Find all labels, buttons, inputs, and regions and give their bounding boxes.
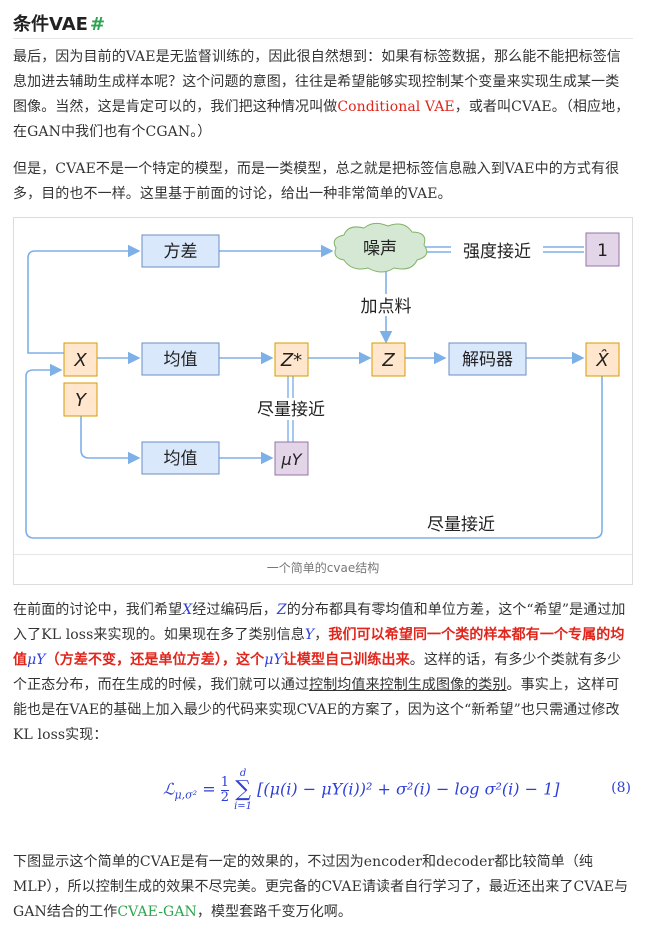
y-label: Y: [75, 390, 88, 411]
noise-label: 噪声: [363, 239, 397, 259]
muy-label: μY: [281, 450, 303, 469]
mean2-label: 均值: [164, 449, 198, 469]
math-x: X: [182, 602, 193, 618]
variance-label: 方差: [164, 242, 198, 262]
section-heading: 条件VAE#: [13, 10, 105, 36]
noise-cloud: 噪声: [333, 222, 428, 273]
z-label: Z: [381, 350, 395, 371]
anchor-link[interactable]: #: [89, 14, 106, 35]
x-label: X: [73, 350, 87, 371]
denominator: 2: [220, 789, 229, 805]
equation-number: (8): [611, 780, 631, 796]
numerator: 1: [220, 774, 229, 791]
one-label: 1: [597, 241, 608, 261]
emphasis: （方差不变，还是单位方差），这个: [45, 652, 265, 668]
section-title: 条件VAE: [13, 14, 88, 35]
xhat-label: X̂: [595, 350, 609, 371]
math-mu-y: μY: [27, 652, 46, 668]
mean-label: 均值: [164, 350, 198, 370]
loss-subscript: μ,σ²: [174, 788, 198, 802]
variance-box: 方差: [141, 234, 220, 268]
caption-divider: [14, 554, 632, 555]
close-mid-label: 尽量接近: [257, 400, 325, 420]
text: 。这样的话，有多少个类就有多少个正态分布，而在生成的时候，我们就可以通过: [13, 652, 622, 693]
paragraph-3: 在前面的讨论中，我们希望X经过编码后，Z的分布都具有零均值和单位方差，这个“希望…: [13, 598, 633, 748]
one-box: 1: [585, 232, 620, 267]
text: 。事实上，这样可能也是在VAE的基础上加入最少的代码来实现CVAE的方案了，因为…: [13, 677, 620, 743]
emphasis: 我们可以希望同一个类的样本都有一个专属的均值: [13, 627, 625, 668]
mean2-box: 均值: [141, 441, 220, 475]
underlined-text: 控制均值来控制生成图像的类别: [309, 677, 507, 693]
muy-box: μY: [274, 441, 309, 476]
cvae-diagram: 方差 噪声 强度接近 1 加点料 X 均值: [25, 222, 620, 539]
math-y: Y: [304, 627, 315, 643]
math-z: Z: [276, 602, 287, 618]
text: ，: [314, 627, 329, 643]
cvae-gan-link[interactable]: CVAE-GAN: [117, 904, 197, 920]
mean-box: 均值: [141, 342, 220, 376]
text: ，模型套路千变万化啊。: [196, 904, 352, 920]
emphasis: 让模型自己训练出来: [282, 652, 410, 668]
paragraph-1: 最后，因为目前的VAE是无监督训练的，因此很自然想到：如果有标签数据，那么能不能…: [13, 45, 633, 145]
sum-lower: i=1: [234, 801, 253, 812]
decoder-label: 解码器: [462, 350, 513, 370]
close-bottom-label: 尽量接近: [427, 515, 495, 535]
label-bg: [252, 398, 330, 420]
arrow-xhat-loop: [25, 363, 603, 539]
summation: d∑i=1: [234, 768, 252, 812]
text: 在前面的讨论中，我们希望: [13, 602, 183, 618]
strength-close-label: 强度接近: [463, 242, 531, 262]
label-bg: [451, 239, 543, 261]
equals: =: [202, 779, 216, 799]
text: 的分布都具有零均值和单位方差，这个“希望”是通过加入了KL loss来实现的。如…: [13, 602, 626, 643]
sum-upper: d: [239, 768, 247, 779]
xhat-box: X̂: [585, 342, 620, 377]
label-bg: [357, 294, 415, 316]
sigma: ∑: [235, 777, 251, 802]
conditional-vae-link[interactable]: Conditional VAE: [337, 99, 455, 115]
paragraph-4: 下图显示这个简单的CVAE是有一定的效果的，不过因为encoder和decode…: [13, 850, 633, 925]
text: 最后，因为目前的VAE是无监督训练的，因此很自然想到：如果有标签数据，那么能不能…: [13, 49, 621, 115]
y-box: Y: [63, 382, 98, 417]
text: ，或者叫CVAE。（相应地，在GAN中我们也有个CGAN。）: [13, 99, 630, 140]
x-box: X: [63, 342, 98, 377]
heading-divider: [13, 38, 633, 39]
zstar-label: Z*: [280, 350, 302, 371]
text: 下图显示这个简单的CVAE是有一定的效果的，不过因为encoder和decode…: [13, 854, 629, 920]
arrow-x-to-variance: [27, 244, 141, 354]
arrow-y-to-mean2: [80, 416, 141, 465]
cvae-diagram-figure: 方差 噪声 强度接近 1 加点料 X 均值: [13, 217, 633, 585]
z-box: Z: [371, 342, 406, 377]
add-noise-label: 加点料: [361, 297, 412, 317]
loss-symbol: ℒ: [163, 779, 175, 799]
equation-terms: [(μ(i) − μY(i))² + σ²(i) − log σ²(i) − 1…: [257, 779, 560, 799]
paragraph-2: 但是，CVAE不是一个特定的模型，而是一类模型，总之就是把标签信息融入到VAE中…: [13, 161, 620, 202]
decoder-box: 解码器: [448, 342, 527, 376]
figure-caption: 一个简单的cvae结构: [266, 561, 380, 575]
zstar-box: Z*: [274, 342, 309, 377]
text: 经过编码后，: [192, 602, 277, 618]
math-mu-y: μY: [264, 652, 283, 668]
